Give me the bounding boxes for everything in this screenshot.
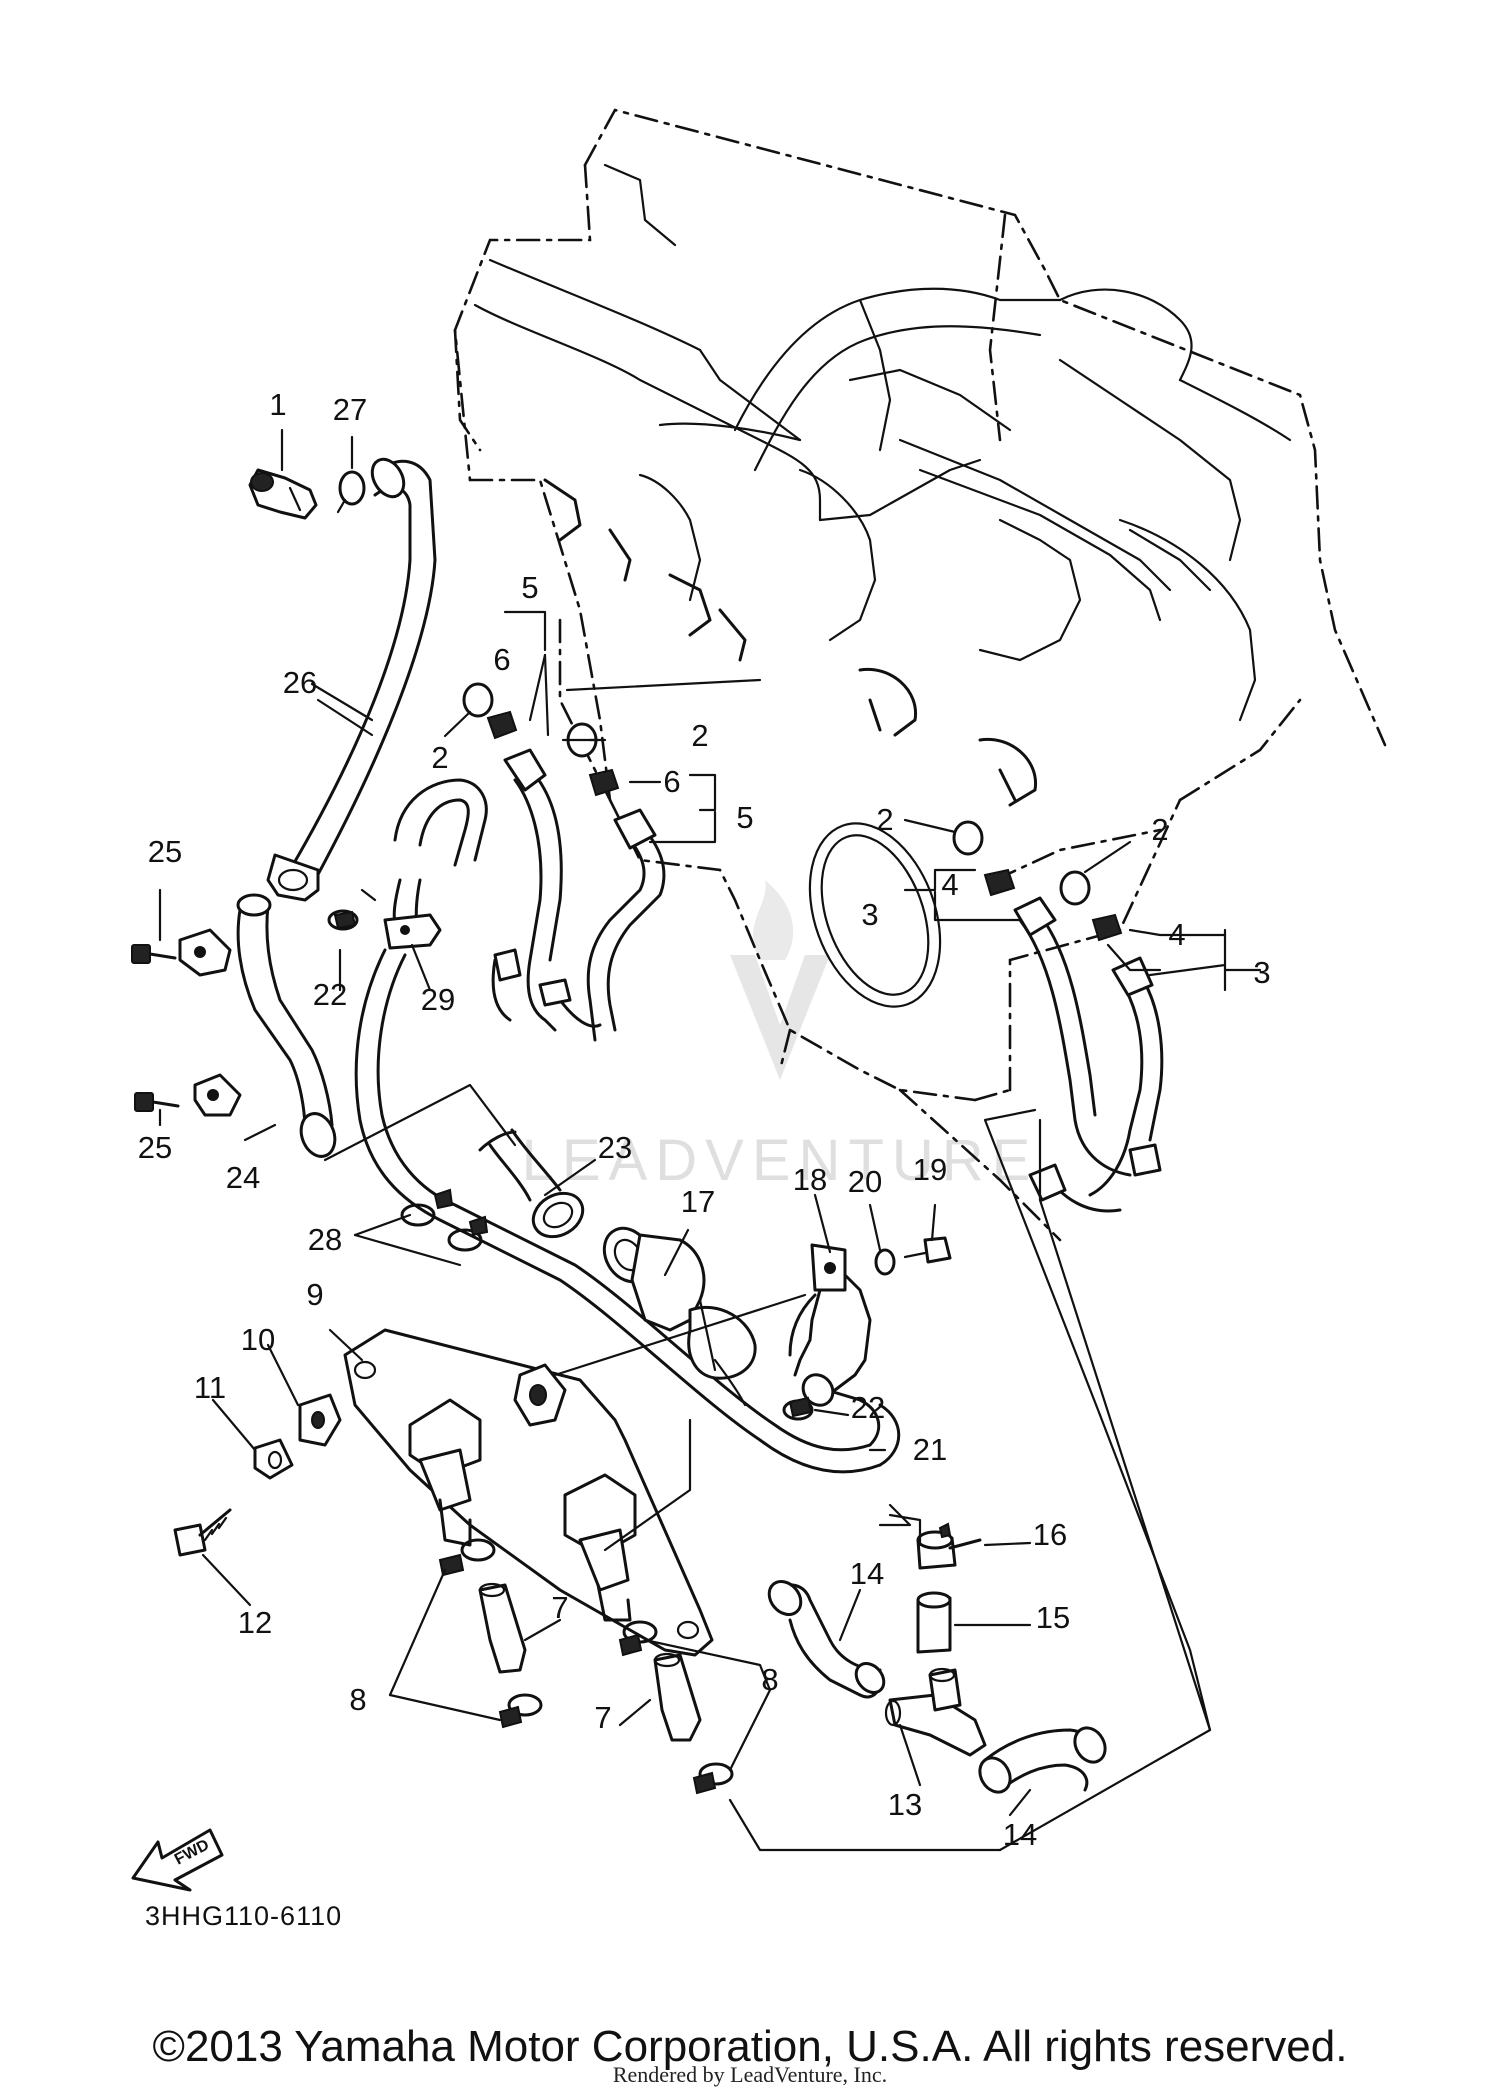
- callout-2a: 2: [431, 740, 448, 775]
- callouts: 1 27 26 5 6 2 2 6 5 2 2 4 3 4 3 25 25 22…: [138, 387, 1271, 1852]
- callout-21: 21: [913, 1432, 947, 1467]
- callout-25b: 25: [138, 1130, 172, 1165]
- part-17-valve: [602, 1226, 757, 1407]
- callout-2b: 2: [691, 718, 708, 753]
- callout-3a: 3: [861, 897, 878, 932]
- callout-12: 12: [238, 1605, 272, 1640]
- callout-5b: 5: [736, 800, 753, 835]
- part-3-pipes-right: [1013, 896, 1164, 1213]
- part-22-clamp-lower: [782, 1396, 814, 1421]
- callout-7a: 7: [551, 1590, 568, 1625]
- callout-16: 16: [1033, 1517, 1067, 1552]
- part-21-long-hose: [354, 948, 901, 1474]
- callout-28: 28: [308, 1222, 342, 1257]
- engine-outline: [453, 108, 1387, 1242]
- callout-4b: 4: [1168, 917, 1185, 952]
- engine-ports: [543, 478, 1037, 807]
- callout-8b: 8: [761, 1662, 778, 1697]
- part-14-hoses: [767, 1580, 1107, 1794]
- part-7-8-hoses-clamps: [438, 1538, 734, 1795]
- part-29-hose: [383, 778, 488, 950]
- callout-2d: 2: [1151, 812, 1168, 847]
- part-10-grommet: [298, 1393, 342, 1447]
- leader-lines: [158, 428, 1262, 1852]
- part-24-pipe-bracket: [178, 893, 337, 1158]
- part-22-clamp-upper: [327, 909, 359, 931]
- callout-9: 9: [306, 1277, 323, 1312]
- diagram-code: 3HHG110-6110: [145, 1901, 342, 1931]
- callout-19: 19: [913, 1152, 947, 1187]
- callout-26: 26: [283, 665, 317, 700]
- callout-20: 20: [848, 1164, 882, 1199]
- part-26-hose: [266, 457, 437, 902]
- fwd-arrow: FWD: [131, 1828, 224, 1892]
- part-15-cap: [916, 1591, 952, 1654]
- callout-29: 29: [421, 982, 455, 1017]
- callout-3b: 3: [1253, 955, 1270, 990]
- callout-6b: 6: [663, 764, 680, 799]
- callout-7b: 7: [594, 1700, 611, 1735]
- part-9-reed-plate: [343, 1328, 714, 1657]
- callout-23: 23: [598, 1130, 632, 1165]
- part-6-4-clamps: [486, 710, 1123, 942]
- callout-27: 27: [333, 392, 367, 427]
- part-13-tee-joint: [884, 1667, 987, 1757]
- part-27-clamp: [336, 470, 366, 514]
- callout-14a: 14: [850, 1556, 884, 1591]
- leadventure-watermark: LEADVENTURE: [522, 880, 1039, 1193]
- callout-10: 10: [241, 1322, 275, 1357]
- callout-22a: 22: [313, 977, 347, 1012]
- side-cover: [808, 822, 942, 1008]
- callout-25a: 25: [148, 834, 182, 869]
- callout-1: 1: [269, 387, 286, 422]
- part-23-sleeve: [478, 1128, 585, 1239]
- callout-4a: 4: [941, 867, 958, 902]
- callout-5a: 5: [521, 570, 538, 605]
- callout-13: 13: [888, 1787, 922, 1822]
- callout-6a: 6: [493, 642, 510, 677]
- callout-2c: 2: [876, 802, 893, 837]
- callout-11: 11: [194, 1370, 226, 1405]
- part-12-bolt: [173, 1508, 232, 1557]
- callout-24: 24: [226, 1160, 260, 1195]
- callout-8a: 8: [349, 1682, 366, 1717]
- callout-18: 18: [793, 1162, 827, 1197]
- part-25-bolts: [131, 944, 180, 1112]
- side-cover-inner: [820, 834, 930, 996]
- rendered-by-notice: Rendered by LeadVenture, Inc.: [612, 2062, 888, 2087]
- part-2-caps: [462, 682, 1091, 906]
- part-16-plug: [916, 1522, 982, 1570]
- callout-22b: 22: [851, 1390, 885, 1425]
- part-19-bolt: [903, 1236, 952, 1264]
- watermark-text: LEADVENTURE: [522, 1128, 1039, 1193]
- callout-14b: 14: [1003, 1817, 1037, 1852]
- part-11-collar: [253, 1438, 294, 1480]
- callout-17: 17: [681, 1184, 715, 1219]
- part-20-washer: [874, 1248, 896, 1276]
- part-5-pipes-left: [491, 748, 666, 1042]
- callout-15: 15: [1036, 1600, 1070, 1635]
- part-18-bracket: [788, 1243, 872, 1392]
- copyright-notice: ©2013 Yamaha Motor Corporation, U.S.A. A…: [152, 2022, 1348, 2071]
- part-1-elbow: [248, 468, 318, 520]
- rocker-covers: [473, 163, 1292, 722]
